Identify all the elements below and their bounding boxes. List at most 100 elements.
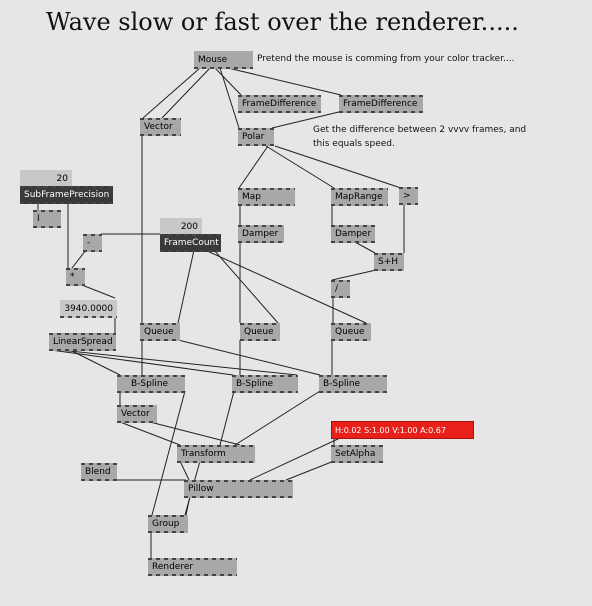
wire <box>142 67 201 119</box>
number-io-box[interactable]: 3940.0000 <box>60 300 117 318</box>
linearspread-node-label: LinearSpread <box>53 337 113 347</box>
framecount-value: 200 <box>180 222 198 232</box>
wire <box>71 249 87 269</box>
framedifference-node-1[interactable]: FrameDifference <box>238 95 321 113</box>
greater-node-label: > <box>403 191 411 201</box>
maprange-node[interactable]: MapRange <box>331 188 388 206</box>
bspline-node-3[interactable]: B-Spline <box>319 375 387 393</box>
wire <box>59 349 298 376</box>
group-node[interactable]: Group <box>148 515 188 533</box>
damper-node-1[interactable]: Damper <box>238 225 284 243</box>
speed-comment-line1: Get the difference between 2 vvvv frames… <box>313 125 527 135</box>
divide-node[interactable]: / <box>331 280 350 298</box>
framecount-node-label: FrameCount <box>164 238 219 248</box>
pillow-node[interactable]: Pillow <box>184 480 293 498</box>
vector-node-bottom-label: Vector <box>121 409 150 419</box>
wire <box>185 495 191 516</box>
mouse-comment: Pretend the mouse is comming from your c… <box>257 54 515 64</box>
vector-node-top[interactable]: Vector <box>140 118 181 136</box>
wire <box>331 269 377 281</box>
map-node-label: Map <box>242 192 261 202</box>
linearspread-node[interactable]: LinearSpread <box>49 333 116 351</box>
multiply-node-label: * <box>70 272 75 282</box>
bspline-node-2[interactable]: B-Spline <box>232 375 298 393</box>
wire <box>214 67 242 96</box>
queue-node-1[interactable]: Queue <box>140 323 180 341</box>
map-node[interactable]: Map <box>238 188 295 206</box>
wire <box>238 145 269 189</box>
wire <box>274 145 402 189</box>
mouse-node-label: Mouse <box>198 55 228 65</box>
pillow-node-label: Pillow <box>188 484 214 494</box>
wire <box>354 241 376 254</box>
divide-small-node-label: I <box>37 214 40 224</box>
wire <box>151 390 186 516</box>
wire <box>204 249 367 324</box>
framedifference-node-2-label: FrameDifference <box>343 99 418 109</box>
queue-node-1-label: Queue <box>144 327 174 337</box>
renderer-node[interactable]: Renderer <box>148 558 237 576</box>
subframeprecision-node[interactable]: SubFramePrecision <box>20 186 113 204</box>
setalpha-node[interactable]: SetAlpha <box>331 445 383 463</box>
wire <box>177 249 195 324</box>
speed-comment-line2: this equals speed. <box>313 139 395 149</box>
wire <box>213 249 279 324</box>
subframe-value: 20 <box>56 174 68 184</box>
mouse-node[interactable]: Mouse <box>194 51 253 69</box>
transform-node[interactable]: Transform <box>177 445 255 463</box>
vector-node-bottom[interactable]: Vector <box>117 405 157 423</box>
wire <box>249 437 341 481</box>
framedifference-node-2[interactable]: FrameDifference <box>339 95 423 113</box>
renderer-node-label: Renderer <box>152 562 194 572</box>
damper-node-2-label: Damper <box>335 229 372 239</box>
blend-node-label: Blend <box>85 467 111 477</box>
polar-node[interactable]: Polar <box>238 128 274 146</box>
wire <box>81 284 116 299</box>
wire <box>265 145 335 189</box>
color-io-value: H:0.02 S:1.00 V:1.00 A:0.67 <box>335 426 446 435</box>
color-io-box[interactable]: H:0.02 S:1.00 V:1.00 A:0.67 <box>331 421 474 439</box>
wire <box>161 67 211 119</box>
divide-small-node[interactable]: I <box>33 210 61 228</box>
patch-title: Wave slow or fast over the renderer..... <box>46 8 519 36</box>
number-io-value: 3940.0000 <box>64 304 113 314</box>
wire <box>177 339 321 376</box>
polar-node-label: Polar <box>242 132 265 142</box>
minus-node-label: - <box>87 238 91 248</box>
wire <box>285 460 335 481</box>
blend-node[interactable]: Blend <box>81 463 117 481</box>
wire <box>234 390 321 446</box>
wire <box>69 349 121 376</box>
bspline-node-1[interactable]: B-Spline <box>117 375 185 393</box>
wire <box>119 421 181 446</box>
subframeprecision-node-label: SubFramePrecision <box>24 190 110 200</box>
divide-node-label: / <box>335 284 339 294</box>
framecount-node[interactable]: FrameCount <box>160 234 221 252</box>
setalpha-node-label: SetAlpha <box>335 449 376 459</box>
transform-node-label: Transform <box>181 449 226 459</box>
damper-node-2[interactable]: Damper <box>331 225 375 243</box>
bspline-node-3-label: B-Spline <box>323 379 361 389</box>
wire <box>227 67 342 96</box>
queue-node-3-label: Queue <box>335 327 365 337</box>
multiply-node[interactable]: * <box>66 268 85 286</box>
damper-node-1-label: Damper <box>242 229 279 239</box>
minus-node[interactable]: - <box>83 234 102 252</box>
sample-and-hold-node-label: S+H <box>378 257 399 267</box>
sample-and-hold-node[interactable]: S+H <box>374 253 404 271</box>
queue-node-2[interactable]: Queue <box>240 323 280 341</box>
greater-node[interactable]: > <box>399 187 418 205</box>
wire <box>179 460 190 481</box>
queue-node-2-label: Queue <box>244 327 274 337</box>
wire <box>149 421 241 446</box>
wire <box>219 390 235 446</box>
vector-node-top-label: Vector <box>144 122 173 132</box>
group-node-label: Group <box>152 519 180 529</box>
framedifference-node-1-label: FrameDifference <box>242 99 317 109</box>
bspline-node-2-label: B-Spline <box>236 379 274 389</box>
queue-node-3[interactable]: Queue <box>331 323 371 341</box>
wire <box>271 110 344 129</box>
bspline-node-1-label: B-Spline <box>131 379 169 389</box>
maprange-node-label: MapRange <box>335 192 383 202</box>
